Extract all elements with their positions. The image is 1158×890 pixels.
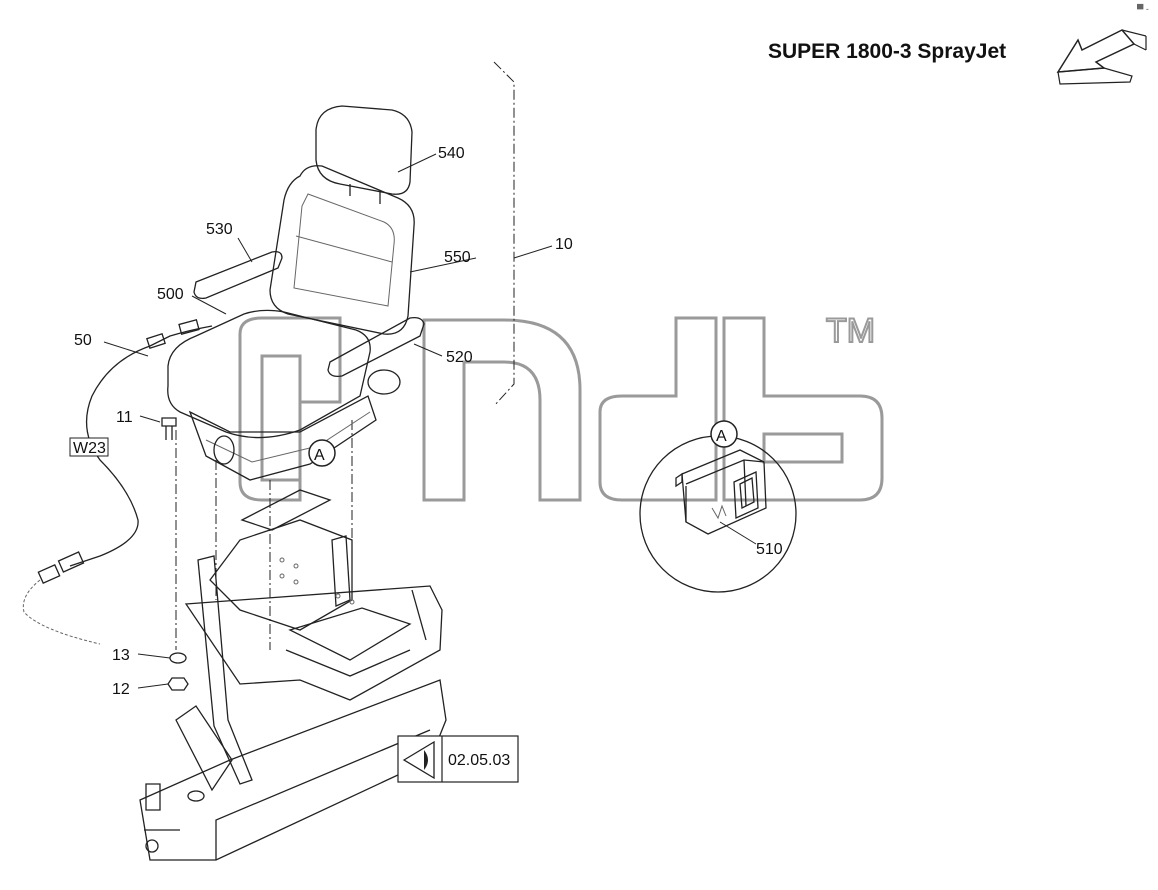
armrest-left [193, 250, 283, 300]
seat-suspension [188, 395, 377, 481]
seat-frame [139, 489, 447, 861]
callout-550: 550 [444, 249, 471, 266]
connector-tag-label: W23 [73, 440, 106, 457]
seat-cushion [167, 309, 371, 439]
callout-11: 11 [116, 409, 133, 426]
callout-510: 510 [756, 541, 783, 558]
leader-lines [88, 153, 757, 689]
callout-500: 500 [157, 286, 184, 303]
adjust-knob [367, 369, 401, 395]
seat-assembly [167, 105, 425, 481]
callout-540: 540 [438, 145, 465, 162]
backrest [269, 165, 415, 335]
bolt-11 [161, 417, 177, 440]
callout-13: 13 [112, 647, 130, 664]
direction-arrow-icon [1056, 29, 1147, 85]
view-reference-label: 02.05.03 [448, 752, 510, 769]
callout-12: 12 [112, 681, 130, 698]
nut-12 [167, 677, 189, 691]
connector-tag-w23: W23 [69, 437, 109, 457]
callout-10: 10 [555, 236, 573, 253]
corner-mark: ▀ ‐ [1137, 3, 1149, 14]
wiring-harness [22, 319, 213, 645]
detail-view-a-label: A [716, 428, 727, 445]
detail-view-a: A [639, 420, 797, 593]
detail-marker-seat: A [308, 439, 336, 467]
headrest [315, 105, 413, 195]
diagram-title: SUPER 1800-3 SprayJet [768, 40, 1006, 63]
watermark-tm: TM [826, 312, 875, 350]
view-reference: 02.05.03 [397, 735, 519, 783]
washer-13 [169, 652, 187, 664]
rocker-switch [675, 449, 767, 535]
detail-marker-seat-label: A [314, 447, 325, 464]
armrest-right [327, 316, 425, 378]
callout-50: 50 [74, 332, 92, 349]
reference-line [493, 61, 515, 407]
eye-icon [402, 740, 435, 780]
callout-530: 530 [206, 221, 233, 238]
watermark-logo: TM [238, 311, 884, 502]
callout-520: 520 [446, 349, 473, 366]
